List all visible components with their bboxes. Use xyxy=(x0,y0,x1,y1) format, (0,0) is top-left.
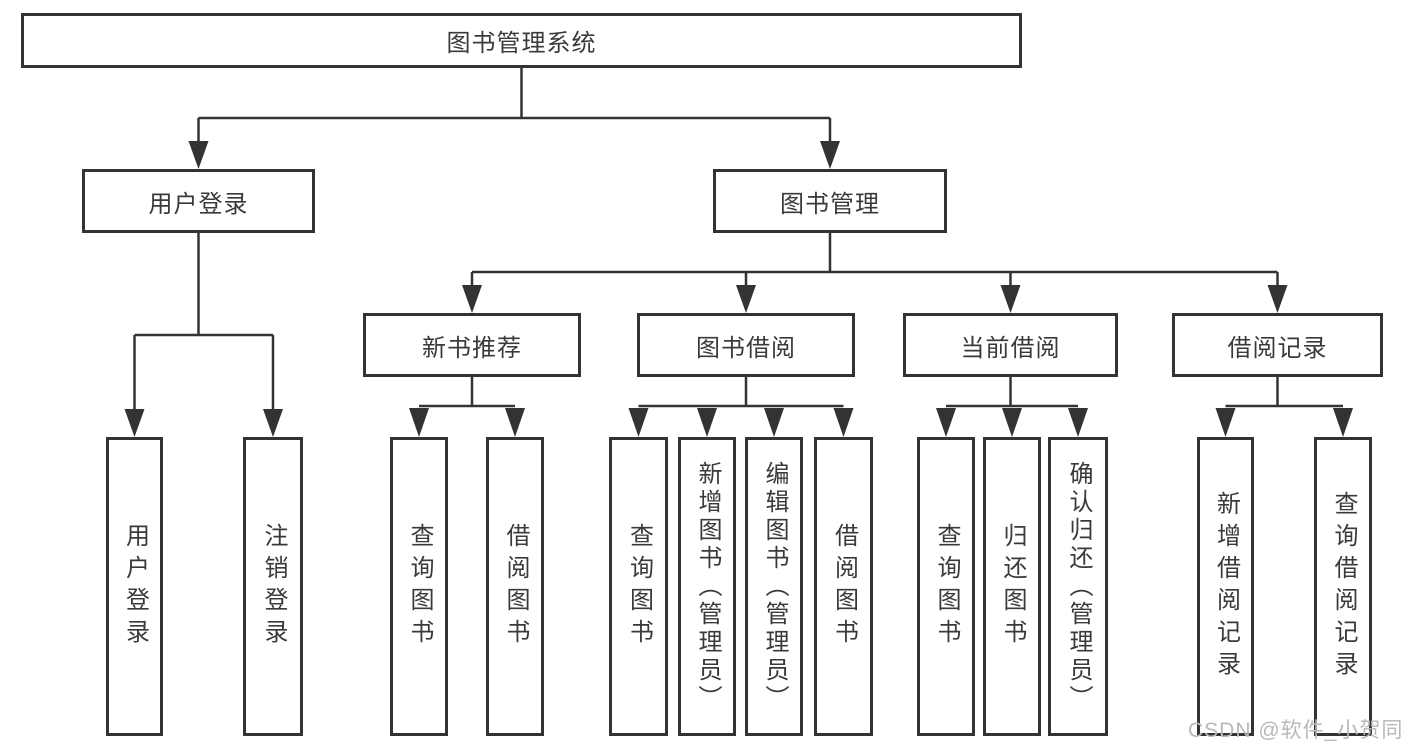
arrowhead-icon xyxy=(697,408,717,437)
node-label: 借阅记录 xyxy=(1227,334,1328,362)
leaf-query-books-current: 查询图书 xyxy=(917,437,975,736)
node-borrowing-records: 借阅记录 xyxy=(1172,313,1383,377)
arrowhead-icon xyxy=(409,408,429,437)
arrowhead-icon xyxy=(936,408,956,437)
arrowhead-icon xyxy=(1267,285,1288,313)
arrowhead-icon xyxy=(505,408,525,437)
node-label: 用户登录 xyxy=(121,522,149,651)
node-label: 确认归还（管理员） xyxy=(1065,460,1092,713)
node-label: 借阅图书 xyxy=(830,522,858,651)
edges-new-book-recommend xyxy=(409,377,525,437)
arrowhead-icon xyxy=(124,409,145,437)
node-current-borrowing: 当前借阅 xyxy=(903,313,1118,377)
leaf-query-books-borrowing: 查询图书 xyxy=(609,437,668,736)
arrowhead-icon xyxy=(736,285,756,313)
node-label: 查询借阅记录 xyxy=(1330,490,1357,683)
node-label: 查询图书 xyxy=(625,522,653,651)
node-book-management: 图书管理 xyxy=(713,169,947,233)
arrowhead-icon xyxy=(1000,285,1021,313)
edges-current-borrowing xyxy=(936,377,1088,437)
edges-root-to-level2 xyxy=(188,68,840,169)
edges-book-management-to-level3 xyxy=(462,233,1288,313)
edges-book-borrowing xyxy=(628,377,854,437)
arrowhead-icon xyxy=(1333,408,1353,437)
node-label: 图书管理 xyxy=(780,190,880,218)
node-user-login-group: 用户登录 xyxy=(82,169,315,233)
node-label: 当前借阅 xyxy=(960,334,1061,362)
leaf-return-books: 归还图书 xyxy=(983,437,1041,736)
leaf-add-borrow-record: 新增借阅记录 xyxy=(1197,437,1254,736)
node-label: 借阅图书 xyxy=(502,522,529,651)
arrowhead-icon xyxy=(833,408,854,437)
node-label: 编辑图书（管理员） xyxy=(761,460,788,713)
node-label: 用户登录 xyxy=(148,190,249,218)
arrowhead-icon xyxy=(1068,408,1088,437)
arrowhead-icon xyxy=(462,285,482,313)
arrowhead-icon xyxy=(188,141,209,169)
arrowhead-icon xyxy=(263,409,283,437)
arrowhead-icon xyxy=(1002,408,1022,437)
edges-borrowing-records xyxy=(1215,377,1353,437)
node-label: 图书管理系统 xyxy=(446,30,597,57)
leaf-add-books-admin: 新增图书（管理员） xyxy=(678,437,736,736)
leaf-query-books-recommend: 查询图书 xyxy=(390,437,448,736)
node-label: 图书借阅 xyxy=(696,334,796,362)
edges-user-login-group xyxy=(124,233,283,437)
leaf-borrow-books-borrowing: 借阅图书 xyxy=(814,437,873,736)
leaf-user-login: 用户登录 xyxy=(106,437,163,736)
node-label: 查询图书 xyxy=(406,522,433,651)
node-label: 注销登录 xyxy=(260,522,287,651)
node-label: 新书推荐 xyxy=(422,334,522,362)
arrowhead-icon xyxy=(820,141,840,169)
arrowhead-icon xyxy=(764,408,784,437)
leaf-borrow-books-recommend: 借阅图书 xyxy=(486,437,544,736)
leaf-edit-books-admin: 编辑图书（管理员） xyxy=(745,437,803,736)
arrowhead-icon xyxy=(1215,408,1236,437)
arrowhead-icon xyxy=(628,408,649,437)
node-book-borrowing: 图书借阅 xyxy=(637,313,855,377)
node-book-management-system: 图书管理系统 xyxy=(21,13,1022,68)
node-label: 新增借阅记录 xyxy=(1212,490,1240,683)
node-label: 查询图书 xyxy=(933,522,960,651)
leaf-query-borrow-record: 查询借阅记录 xyxy=(1314,437,1372,736)
leaf-logout: 注销登录 xyxy=(243,437,303,736)
csdn-watermark: CSDN @软件_小贺同学 xyxy=(1188,719,1405,742)
node-new-book-recommend: 新书推荐 xyxy=(363,313,581,377)
leaf-confirm-return-admin: 确认归还（管理员） xyxy=(1048,437,1108,736)
node-label: 归还图书 xyxy=(999,522,1026,651)
node-label: 新增图书（管理员） xyxy=(694,460,721,713)
